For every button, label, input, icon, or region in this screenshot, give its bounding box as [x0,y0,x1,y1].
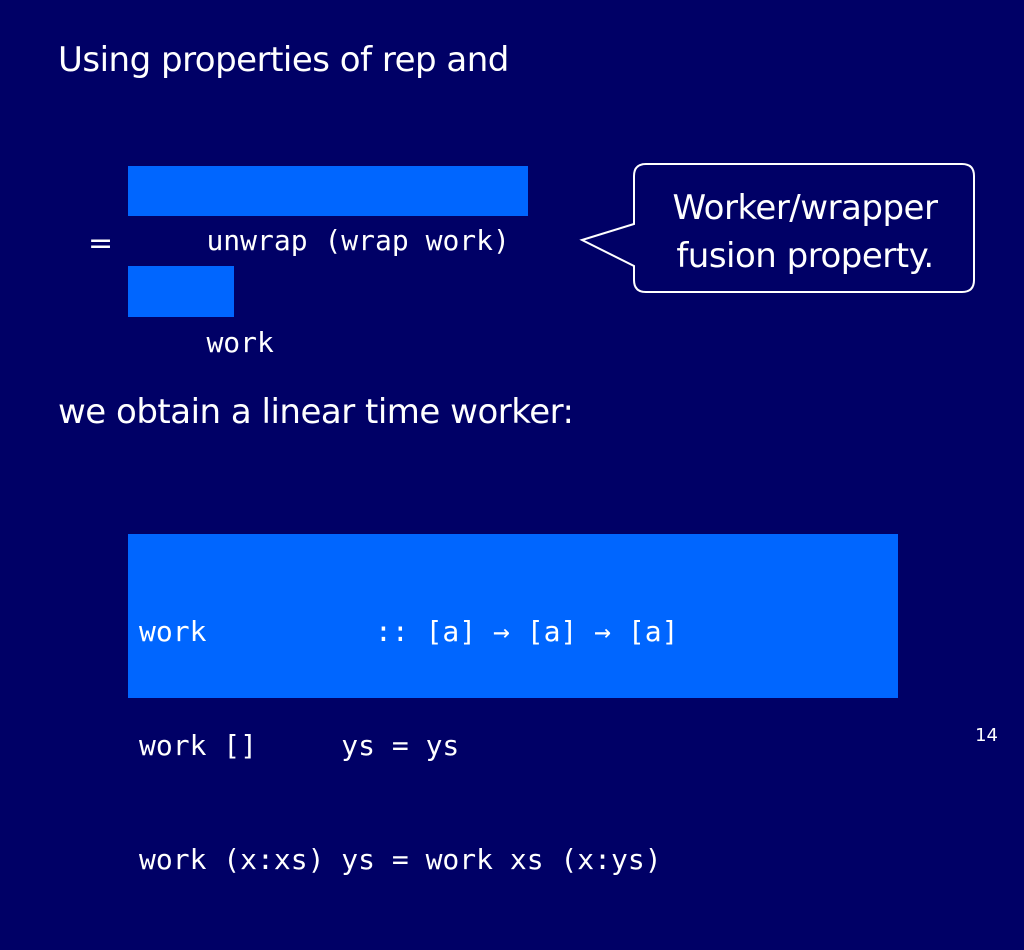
bottom-expression: work [206,326,274,359]
equals-sign: = [88,226,114,261]
code-line-base-case: work [] ys = ys [139,729,460,762]
code-block: work :: [a] → [a] → [a] work [] ys = ys … [128,534,898,876]
bottom-expression-box: work [128,266,274,359]
code-line-recursive-case: work (x:xs) ys = work xs (x:ys) [139,843,662,876]
top-expression-box: unwrap (wrap work) [128,166,528,257]
callout-bubble [579,163,975,293]
top-expression: unwrap (wrap work) [206,224,510,257]
callout-line-2: fusion property. [676,236,934,276]
callout-line-1: Worker/wrapper [672,188,938,228]
page-number: 14 [975,725,998,746]
result-text: we obtain a linear time worker: [58,392,574,432]
callout-text: Worker/wrapper fusion property. [640,184,970,280]
intro-text: Using properties of rep and [58,40,509,80]
code-line-signature: work :: [a] → [a] → [a] [139,615,679,648]
